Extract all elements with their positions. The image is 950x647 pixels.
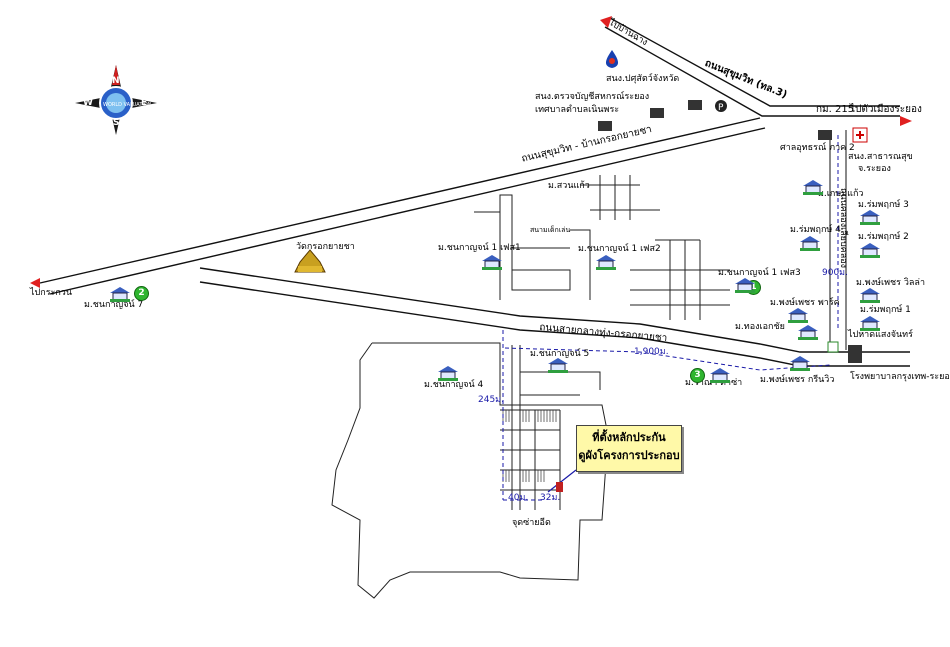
store-icon bbox=[827, 341, 839, 353]
label-pongpetch-green: ม.พงษ์เพชร กรีนวิว bbox=[760, 375, 835, 385]
label-livestock: สนง.ปศุสัตว์จังหวัด bbox=[606, 74, 680, 84]
arrow-to-ban-chang bbox=[600, 16, 612, 28]
label-rompruk3: ม.ร่มพฤกษ์ 3 bbox=[858, 200, 909, 210]
label-project: จุดซ่ายอีด bbox=[512, 518, 551, 528]
marker-3: 3 bbox=[690, 368, 705, 383]
label-school: สนามเด็กเล่น bbox=[530, 226, 571, 234]
parking-icon: P bbox=[715, 100, 727, 113]
label-pongpetch-park: ม.พงษ์เพชร พาร์ค bbox=[770, 298, 840, 308]
label-suan-kaew: ม.สวนแก้ว bbox=[548, 181, 590, 191]
compass-south: S bbox=[113, 118, 120, 128]
label-rompruk1: ม.ร่มพฤกษ์ 1 bbox=[860, 305, 911, 315]
label-wana: ม.วาณา ดาซ่า bbox=[685, 378, 743, 388]
collateral-callout: ที่ตั้งหลักประกัน ดูผังโครงการประกอบ bbox=[576, 425, 682, 472]
callout-line2: ดูผังโครงการประกอบ bbox=[578, 449, 680, 462]
label-chanakanyun1-3: ม.ชนกาญจน์ 1 เฟส3 bbox=[718, 268, 801, 278]
label-chanakanyun1-2: ม.ชนกาญจน์ 1 เฟส2 bbox=[578, 244, 661, 254]
label-chanakanyun4: ม.ชนกาญจน์ 4 bbox=[424, 380, 484, 390]
label-chanakanyun1-1: ม.ชนกาญจน์ 1 เฟส1 bbox=[438, 243, 521, 253]
label-chanakanyun5: ม.ชนกาญจน์ 5 bbox=[530, 349, 590, 359]
label-public-health: สนง.สาธารณสุข bbox=[848, 152, 913, 162]
label-tong-ekkachai: ม.ทองเอกชัย bbox=[735, 322, 785, 332]
distance-245: 245ม. bbox=[478, 395, 504, 405]
label-audit: สนง.ตรวจบัญชีสหกรณ์ระยอง bbox=[535, 92, 650, 102]
road-sukhumvit-ban-krok bbox=[39, 117, 766, 295]
distance-32: 32ม. bbox=[540, 493, 561, 503]
distance-1900: 1,900ม. bbox=[634, 347, 669, 357]
compass-east: E bbox=[141, 98, 148, 108]
parcel-outline bbox=[331, 342, 609, 599]
marker-1: 1 bbox=[746, 280, 761, 295]
distance-40: 40ม. bbox=[508, 493, 529, 503]
label-public-health-2: จ.ระยอง bbox=[858, 164, 891, 174]
label-chanakanyun7: ม.ชนกาญจน์ 7 bbox=[84, 300, 144, 310]
label-kemkaew: ม.เกษมแก้ว bbox=[818, 189, 864, 199]
soi-grid-middle bbox=[580, 175, 730, 320]
temple-icon bbox=[294, 249, 326, 273]
building-icon bbox=[598, 100, 862, 363]
direction-to-kram: ไปกระกวน bbox=[30, 288, 73, 298]
label-pongpetch-villa: ม.พงษ์เพชร วิลล่า bbox=[856, 278, 926, 288]
svg-text:P: P bbox=[718, 103, 724, 113]
callout-line1: ที่ตั้งหลักประกัน bbox=[592, 431, 666, 444]
label-temple: วัดกรอกยายชา bbox=[296, 242, 355, 252]
marker-2: 2 bbox=[134, 286, 149, 301]
compass-west: W bbox=[83, 98, 93, 108]
fuel-station-icon bbox=[605, 50, 619, 68]
soi-grid-bottom bbox=[500, 345, 601, 510]
road-vertical-right bbox=[829, 130, 847, 350]
label-municipality: เทศบาลตำบลเนินพระ bbox=[535, 105, 620, 115]
compass-icon bbox=[75, 65, 157, 135]
hospital-cross-icon bbox=[852, 127, 868, 143]
arrow-to-kram bbox=[30, 278, 40, 288]
road-sai-klang bbox=[199, 267, 910, 367]
direction-km215: กม. 215 bbox=[816, 104, 855, 115]
lots-hatch bbox=[502, 410, 557, 482]
site-marker bbox=[556, 482, 563, 492]
compass-ring-text: WORLD VALUATION bbox=[103, 102, 152, 108]
label-rompruk2: ม.ร่มพฤกษ์ 2 bbox=[858, 232, 909, 242]
callout-pointer bbox=[547, 469, 577, 493]
label-hospital: โรงพยาบาลกรุงเทพ-ระยอง bbox=[850, 372, 950, 382]
label-rompruk4: ม.ร่มพฤกษ์ 4 bbox=[790, 225, 841, 235]
label-court: ศาลอุทธรณ์ ภาค 2 bbox=[780, 143, 855, 153]
arrow-to-city bbox=[900, 116, 912, 126]
direction-to-city: ไปตัวเมืองระยอง bbox=[850, 104, 922, 115]
road-sukhumvit-main bbox=[604, 17, 900, 117]
direction-to-beach: ไปหาดแสงจันทร์ bbox=[848, 330, 913, 340]
compass-north: N bbox=[112, 76, 120, 86]
distance-900: 900ม. bbox=[822, 268, 848, 278]
